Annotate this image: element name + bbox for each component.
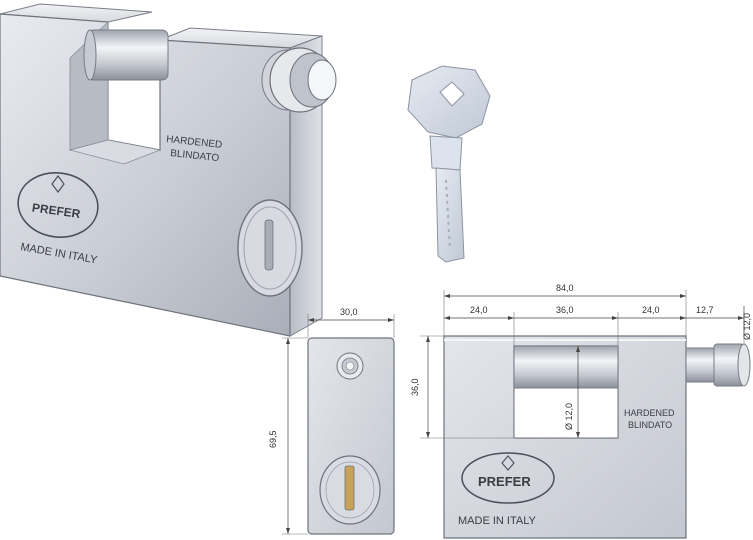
dim-shackle-opening: 36,0 bbox=[556, 305, 574, 315]
side-view bbox=[307, 337, 395, 535]
dim-side-width: 30,0 bbox=[340, 307, 358, 317]
front-view-stamp-made-in: MADE IN ITALY bbox=[458, 515, 536, 527]
side-view-dimensions: 30,0 69,5 bbox=[268, 307, 395, 535]
front-view-dimensions: 84,0 24,0 36,0 24,0 12,7 Ø 12,0 36,0 bbox=[410, 283, 752, 439]
dim-shackle-diameter: Ø 12,0 bbox=[564, 403, 574, 430]
front-view-stamp-hardened: HARDENED bbox=[624, 408, 675, 418]
padlock-3d-view: PREFER HARDENED BLINDATO MADE IN ITALY bbox=[0, 3, 337, 337]
dim-cylinder-diameter: Ø 12,0 bbox=[742, 313, 752, 340]
padlock-3d-stamp-blindato: BLINDATO bbox=[170, 148, 220, 164]
front-view: Ø 12,0 PREFER HARDENED BLINDATO MADE IN … bbox=[443, 335, 751, 539]
dim-shackle-height: 36,0 bbox=[410, 378, 420, 396]
front-view-stamp-blindato: BLINDATO bbox=[628, 420, 672, 430]
front-view-logo: PREFER bbox=[478, 474, 531, 489]
padlock-3d-logo: PREFER bbox=[31, 200, 81, 221]
key-illustration bbox=[407, 65, 491, 263]
dim-cylinder-protrusion: 12,7 bbox=[696, 305, 714, 315]
dim-right-section: 24,0 bbox=[642, 305, 660, 315]
dim-total-width: 84,0 bbox=[556, 283, 574, 293]
dim-total-height: 69,5 bbox=[268, 430, 278, 448]
dim-left-section: 24,0 bbox=[470, 305, 488, 315]
